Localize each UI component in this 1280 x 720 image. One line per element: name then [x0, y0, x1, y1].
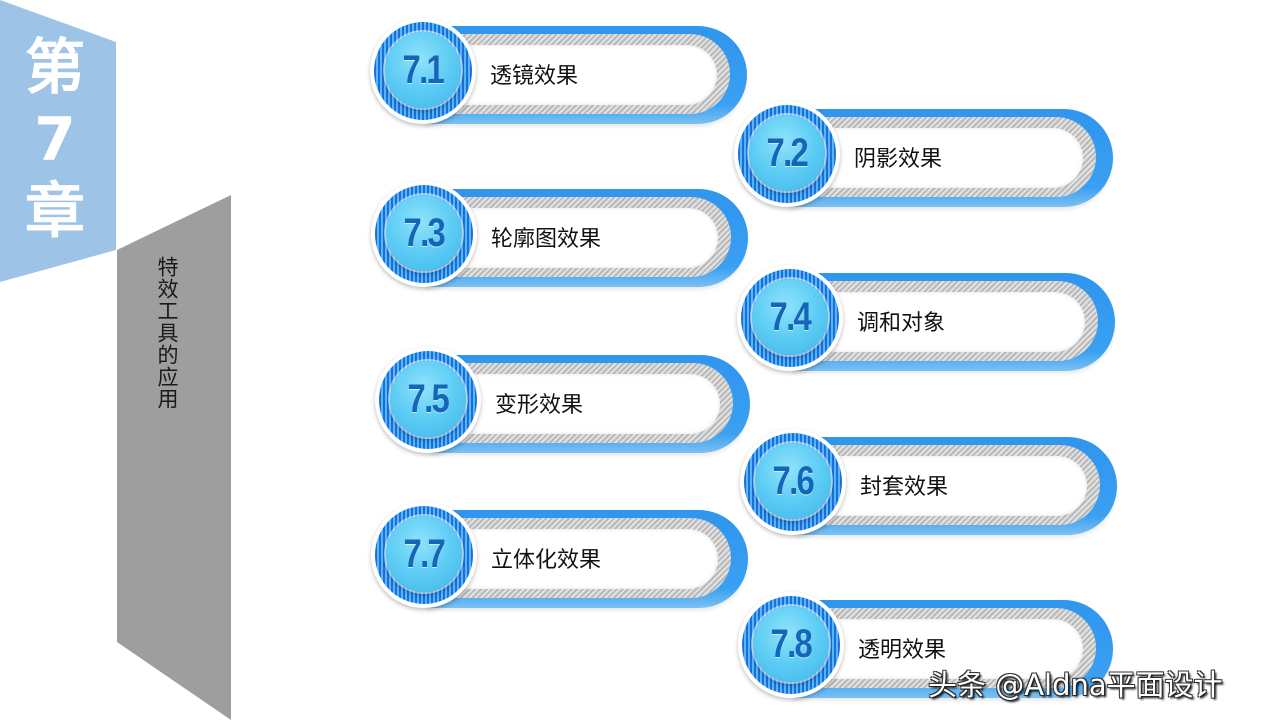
section-item-7-2[interactable]: 阴影效果 7.2: [731, 97, 1133, 217]
section-label: 调和对象: [857, 311, 946, 336]
section-item-7-5[interactable]: 变形效果 7.5: [372, 343, 770, 463]
badge-core: 7.8: [753, 606, 829, 682]
section-badge: 7.7: [371, 502, 477, 608]
pill-body: [432, 529, 718, 589]
badge-core: 7.6: [755, 443, 831, 519]
section-label: 阴影效果: [854, 147, 943, 172]
section-item-7-8[interactable]: 透明效果 7.8: [735, 588, 1133, 708]
section-number: 7.1: [402, 47, 445, 92]
section-number: 7.5: [407, 376, 450, 421]
section-label: 封套效果: [860, 475, 949, 500]
section-number: 7.4: [769, 294, 812, 339]
section-number: 7.6: [772, 458, 815, 503]
pill-body: [801, 456, 1087, 516]
section-label: 轮廓图效果: [491, 227, 602, 252]
badge-core: 7.2: [749, 115, 825, 191]
section-number: 7.7: [403, 531, 446, 576]
section-badge: 7.4: [737, 265, 843, 371]
section-label: 变形效果: [495, 393, 584, 418]
section-label: 透镜效果: [490, 64, 579, 89]
section-number: 7.3: [403, 210, 446, 255]
section-item-7-7[interactable]: 立体化效果 7.7: [368, 498, 768, 618]
chapter-char-di: 第: [25, 33, 85, 103]
badge-core: 7.4: [752, 279, 828, 355]
pill-body: [432, 208, 718, 268]
badge-core: 7.5: [390, 361, 466, 437]
section-number: 7.8: [770, 621, 813, 666]
pill-body: [795, 128, 1083, 188]
badge-core: 7.7: [386, 516, 462, 592]
section-label: 透明效果: [858, 638, 947, 663]
badge-core: 7.3: [386, 195, 462, 271]
section-item-7-4[interactable]: 调和对象 7.4: [734, 261, 1135, 381]
section-item-7-1[interactable]: 透镜效果 7.1: [367, 14, 767, 134]
chapter-char-zhang: 章: [25, 177, 85, 247]
section-number: 7.2: [766, 130, 809, 175]
watermark: 头条 @Aldna平面设计: [928, 668, 1223, 702]
section-badge: 7.5: [375, 347, 481, 453]
chapter-heading: 第 7 章: [0, 32, 110, 248]
pill-body: [436, 374, 720, 434]
section-item-7-6[interactable]: 封套效果 7.6: [737, 425, 1137, 545]
chapter-band: [0, 0, 116, 282]
subtitle-band: [117, 195, 231, 720]
section-badge: 7.2: [734, 101, 840, 207]
badge-core: 7.1: [385, 32, 461, 108]
pill-body: [799, 619, 1083, 679]
section-badge: 7.1: [370, 18, 476, 124]
section-badge: 7.6: [740, 429, 846, 535]
chapter-subtitle: 特效工具的应用: [155, 256, 179, 410]
section-label: 立体化效果: [491, 548, 602, 573]
section-badge: 7.3: [371, 181, 477, 287]
section-badge: 7.8: [738, 592, 844, 698]
pill-body: [798, 292, 1085, 352]
section-item-7-3[interactable]: 轮廓图效果 7.3: [368, 177, 768, 297]
pill-body: [431, 45, 717, 105]
chapter-number: 7: [34, 105, 76, 175]
